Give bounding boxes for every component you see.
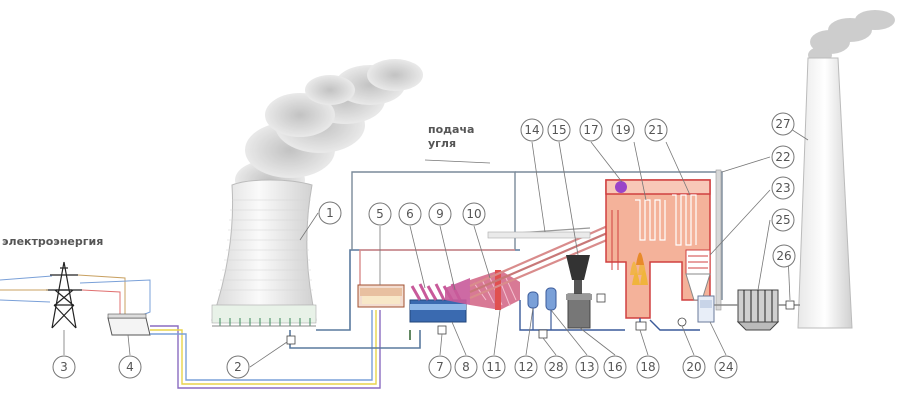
flue-duct bbox=[715, 169, 722, 311]
callout-11: 11 bbox=[482, 355, 506, 379]
callout-22: 22 bbox=[771, 145, 795, 169]
coal-mill-hopper bbox=[566, 255, 592, 329]
furnace-flames bbox=[630, 252, 648, 285]
svg-text:12: 12 bbox=[518, 360, 533, 374]
callout-5: 5 bbox=[368, 202, 392, 226]
svg-text:8: 8 bbox=[462, 360, 470, 374]
callout-numbers: 1 2 3 4 5 6 7 8 9 10 11 12 13 14 15 16 1… bbox=[52, 112, 796, 379]
callout-leaders bbox=[63, 123, 809, 368]
svg-text:3: 3 bbox=[60, 360, 68, 374]
electric-generator bbox=[357, 284, 405, 308]
callout-23: 23 bbox=[771, 176, 795, 200]
svg-text:14: 14 bbox=[524, 123, 539, 137]
svg-text:13: 13 bbox=[579, 360, 594, 374]
air-preheater bbox=[685, 249, 711, 301]
callout-4: 4 bbox=[118, 355, 142, 379]
step-up-transformer bbox=[107, 313, 151, 336]
chimney-smoke bbox=[808, 10, 895, 63]
coal-supply-label-line2: угля bbox=[428, 137, 456, 150]
cooling-tower-steam-plume bbox=[235, 59, 423, 200]
svg-text:18: 18 bbox=[640, 360, 655, 374]
callout-13: 13 bbox=[575, 355, 599, 379]
svg-text:27: 27 bbox=[775, 117, 790, 131]
svg-text:4: 4 bbox=[126, 360, 134, 374]
callout-7: 7 bbox=[428, 355, 452, 379]
callout-12: 12 bbox=[514, 355, 538, 379]
svg-text:20: 20 bbox=[686, 360, 701, 374]
svg-text:24: 24 bbox=[718, 360, 733, 374]
deaerator-tanks bbox=[527, 287, 557, 330]
callout-15: 15 bbox=[547, 118, 571, 142]
generator-cables bbox=[150, 310, 381, 389]
svg-text:16: 16 bbox=[607, 360, 622, 374]
svg-text:10: 10 bbox=[466, 207, 481, 221]
transmission-pylon bbox=[46, 261, 82, 329]
callout-9: 9 bbox=[428, 202, 452, 226]
svg-text:22: 22 bbox=[775, 150, 790, 164]
svg-text:23: 23 bbox=[775, 181, 790, 195]
svg-text:28: 28 bbox=[548, 360, 563, 374]
svg-text:6: 6 bbox=[406, 207, 414, 221]
electricity-label: электроэнергия bbox=[2, 235, 103, 248]
coal-supply-label-line1: подача bbox=[428, 123, 474, 136]
power-output-lines bbox=[0, 274, 151, 317]
svg-text:17: 17 bbox=[583, 123, 598, 137]
callout-3: 3 bbox=[52, 355, 76, 379]
callout-2: 2 bbox=[226, 355, 250, 379]
svg-text:1: 1 bbox=[326, 206, 334, 220]
svg-text:15: 15 bbox=[551, 123, 566, 137]
callout-21: 21 bbox=[644, 118, 668, 142]
svg-text:7: 7 bbox=[436, 360, 444, 374]
callout-16: 16 bbox=[603, 355, 627, 379]
callout-28: 28 bbox=[544, 355, 568, 379]
callout-10: 10 bbox=[462, 202, 486, 226]
steam-boiler bbox=[605, 179, 711, 319]
chimney-stack bbox=[797, 57, 853, 329]
cooling-tower bbox=[211, 179, 317, 327]
svg-text:25: 25 bbox=[775, 213, 790, 227]
callout-1: 1 bbox=[318, 201, 342, 225]
callout-20: 20 bbox=[682, 355, 706, 379]
svg-text:5: 5 bbox=[376, 207, 384, 221]
svg-text:26: 26 bbox=[776, 249, 791, 263]
svg-text:19: 19 bbox=[615, 123, 630, 137]
callout-24: 24 bbox=[714, 355, 738, 379]
callout-18: 18 bbox=[636, 355, 660, 379]
coal-conveyor bbox=[487, 227, 591, 239]
callout-8: 8 bbox=[454, 355, 478, 379]
callout-14: 14 bbox=[520, 118, 544, 142]
callout-6: 6 bbox=[398, 202, 422, 226]
svg-text:9: 9 bbox=[436, 207, 444, 221]
ash-separator bbox=[697, 295, 715, 323]
callout-19: 19 bbox=[611, 118, 635, 142]
svg-text:21: 21 bbox=[648, 123, 663, 137]
svg-text:11: 11 bbox=[486, 360, 501, 374]
callout-26: 26 bbox=[772, 244, 796, 268]
electrostatic-precipitator bbox=[736, 289, 780, 331]
callout-27: 27 bbox=[771, 112, 795, 136]
callout-17: 17 bbox=[579, 118, 603, 142]
svg-text:2: 2 bbox=[234, 360, 242, 374]
callout-25: 25 bbox=[771, 208, 795, 232]
turbine-condenser-block bbox=[409, 283, 467, 323]
